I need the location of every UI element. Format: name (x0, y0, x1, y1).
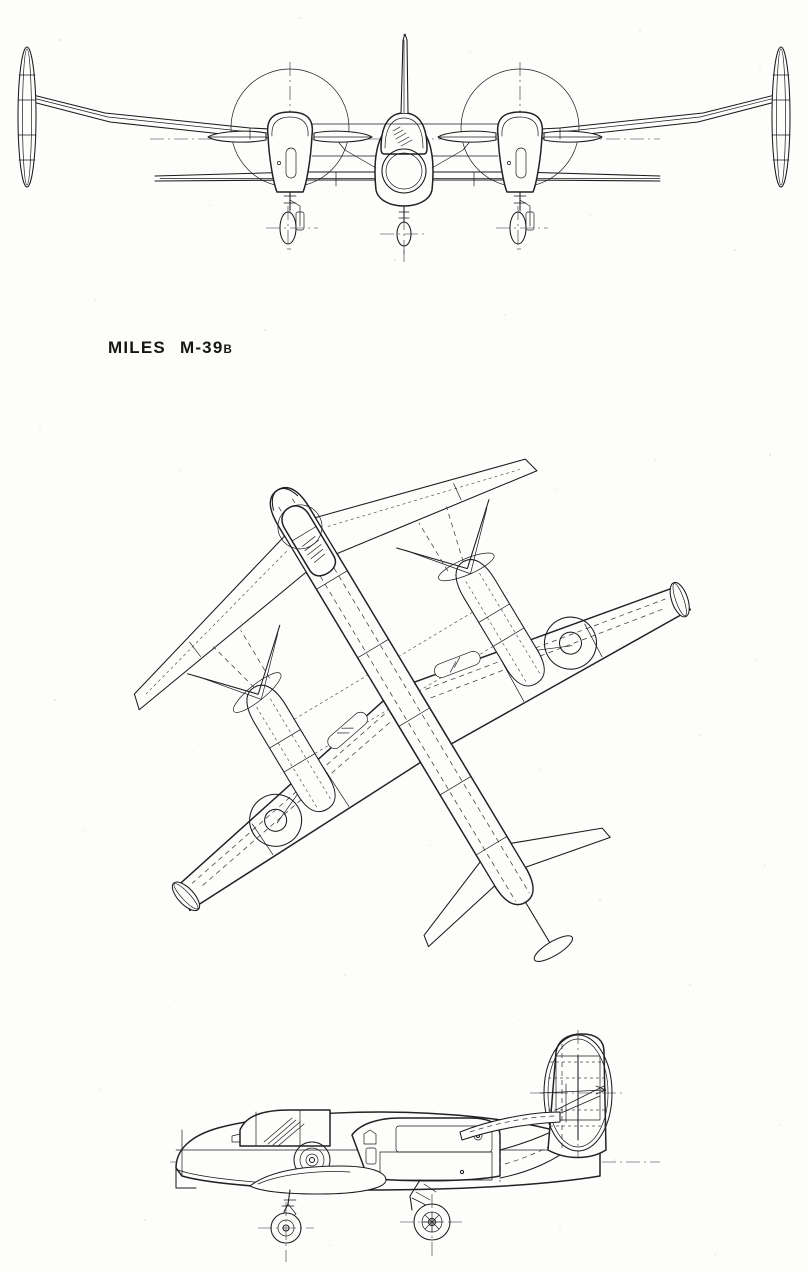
nacelle-lower-panel (379, 1151, 493, 1181)
canard-starboard (314, 458, 538, 555)
canopy-glazing-hatch (392, 126, 413, 147)
view-side-elevation (170, 1030, 660, 1262)
flap-panel-port (327, 711, 368, 749)
plan-rear-fin (525, 901, 552, 945)
main-gear-starboard-front (496, 191, 548, 252)
roundel-starboard-outer (543, 616, 598, 670)
plan-wing-port (171, 699, 422, 912)
side-tail-fin (530, 1030, 626, 1159)
engine-nacelle-starboard (437, 111, 603, 193)
propeller-blade-stbd-right (543, 130, 603, 143)
roundel-port-inner (264, 808, 288, 832)
wingtip-fin-plan-port (171, 881, 201, 912)
centre-fuselage-pod (329, 33, 479, 207)
roundel-starboard-inner (558, 631, 583, 655)
side-nose-underside (175, 1167, 197, 1189)
nacelle-exhaust-port (285, 147, 297, 179)
wingtip-fin-starboard (771, 46, 791, 188)
engine-nacelle-port (207, 111, 373, 193)
propeller-blade-port-right (313, 130, 373, 143)
wing-leading-edge-port (24, 92, 291, 131)
view-plan (133, 458, 692, 962)
nose-intake-inner (385, 152, 423, 190)
nacelle-exhaust-starboard (515, 147, 527, 179)
flap-panel-starboard (434, 651, 481, 678)
plan-nose-outline (271, 488, 299, 511)
fin-front-profile (400, 33, 409, 114)
nose-gear-front (380, 205, 428, 254)
side-canopy (231, 1109, 331, 1147)
plan-nacelle-starboard (396, 499, 545, 687)
tailplane-port (423, 861, 496, 948)
plan-tail-tip (533, 935, 574, 962)
propeller-blade-stbd-left (437, 130, 497, 143)
propeller-blade-port-left (207, 130, 267, 143)
wingtip-fin-port (17, 46, 37, 188)
plan-wing-starboard (413, 581, 692, 745)
side-main-gear (400, 1179, 464, 1258)
canard-port (133, 535, 307, 711)
plan-nose-circle (277, 504, 323, 550)
plan-tail (423, 827, 611, 962)
plan-canopy (281, 505, 337, 577)
tailplane-starboard (510, 827, 611, 868)
plan-canard-foreplane (133, 458, 538, 711)
wing-starboard-planform (413, 587, 692, 745)
view-front-elevation (17, 33, 791, 262)
nose-intake-outer (381, 148, 427, 194)
wingtip-fin-plan-starboard (669, 581, 690, 618)
main-gear-port-front (266, 191, 318, 252)
plan-nacelle-port (187, 624, 336, 813)
wing-leading-edge-starboard (519, 92, 784, 131)
side-canopy-hatch (263, 1117, 305, 1147)
side-nose-gear (258, 1189, 314, 1262)
wing-port-planform (179, 699, 422, 912)
side-wing-profile (249, 1165, 387, 1195)
roundel-port-outer (249, 793, 303, 847)
side-tailplane (459, 1111, 561, 1141)
